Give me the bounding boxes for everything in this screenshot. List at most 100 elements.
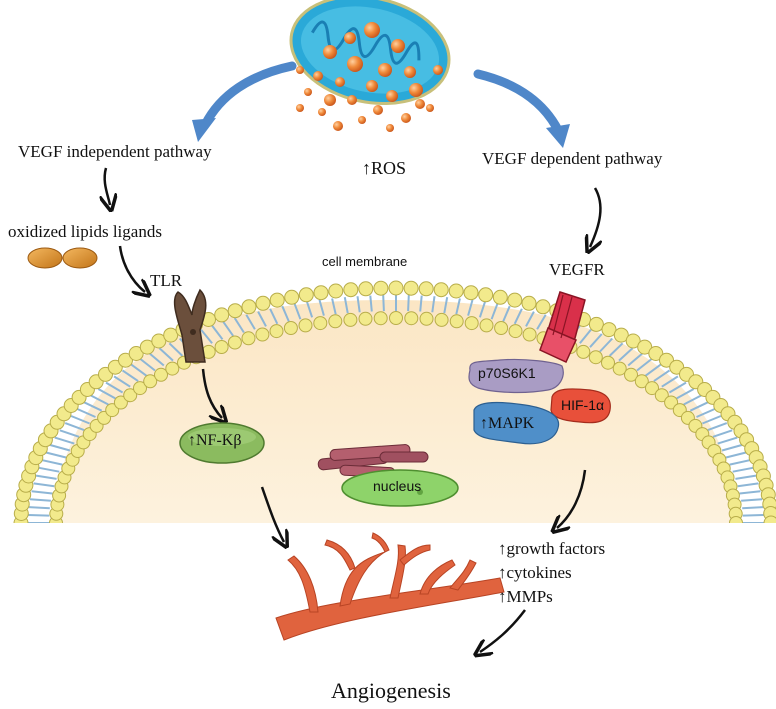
- phospholipid-head: [165, 361, 180, 376]
- lipid-tail: [200, 328, 213, 344]
- phospholipid-head: [358, 311, 373, 326]
- phospholipid-head: [492, 289, 508, 305]
- ros-particle: [347, 56, 363, 72]
- ros-particle: [433, 65, 443, 75]
- lipid-tail: [668, 381, 687, 394]
- phospholipid-head: [328, 314, 343, 329]
- phospholipid-head: [139, 339, 155, 355]
- phospholipid-head: [269, 292, 285, 308]
- phospholipid-head: [659, 352, 674, 368]
- phospholipid-head: [521, 295, 537, 311]
- lipid-tail: [139, 358, 156, 372]
- phospholipid-head: [612, 361, 627, 376]
- lipid-tail: [293, 303, 302, 320]
- ros-particle: [304, 88, 312, 96]
- ros-particle: [401, 113, 411, 123]
- ros-particle: [386, 124, 394, 132]
- arrow-independent-to-lipids: [105, 167, 110, 205]
- lipid-tail: [269, 308, 279, 325]
- lipid-tail: [725, 451, 747, 459]
- lipid-tail: [306, 301, 314, 318]
- lipid-tail: [717, 436, 738, 445]
- lipid-tail: [76, 408, 96, 418]
- arrow-tlr-to-nfkb: [201, 368, 222, 418]
- phospholipid-head: [328, 283, 344, 299]
- lipid-tail: [608, 342, 624, 357]
- phospholipid-head: [227, 335, 242, 350]
- lipid-tail: [64, 422, 85, 432]
- lipid-tail: [455, 298, 461, 315]
- ros-particle: [323, 45, 337, 59]
- lipid-tail: [70, 415, 90, 425]
- lipid-tail: [318, 299, 325, 316]
- cell-membrane-label: cell membrane: [322, 254, 408, 269]
- lipid-tail: [618, 347, 634, 362]
- phospholipid-head: [214, 340, 229, 354]
- lipid-tail: [732, 466, 754, 473]
- lipid-tail: [105, 381, 124, 394]
- lipid-tail: [149, 352, 165, 367]
- lipid-tail: [369, 295, 373, 312]
- phospholipid-head: [588, 350, 603, 365]
- phospholipid-head: [449, 314, 464, 329]
- blue-arrow-left: [200, 61, 297, 130]
- lipid-tail: [35, 474, 57, 480]
- lipid-tail: [31, 490, 53, 495]
- lipid-tail: [742, 514, 764, 517]
- phospholipid-head: [298, 318, 313, 333]
- phospholipid-head: [403, 280, 419, 296]
- oxidized-lipids-ligands-label: oxidized lipids ligands: [8, 222, 162, 241]
- lipid-tail: [513, 308, 523, 325]
- phospholipid-head: [163, 327, 179, 343]
- ros-particle: [386, 90, 398, 102]
- phospholipid-head: [478, 287, 494, 303]
- p70s6k1-protein: [468, 358, 564, 394]
- phospholipid-head: [601, 355, 615, 370]
- phospholipid-head: [358, 281, 374, 297]
- phospholipid-head: [298, 287, 314, 303]
- ros-particle: [296, 104, 304, 112]
- phospholipid-head: [343, 282, 359, 298]
- phospholipid-head: [645, 381, 659, 396]
- phospholipid-head: [283, 321, 298, 335]
- arrow-mapk-to-growth-factors: [557, 469, 587, 528]
- phospholipid-head: [464, 316, 479, 331]
- lipid-tail: [696, 408, 716, 418]
- mapk-label: ↑MAPK: [480, 415, 535, 432]
- phospholipid-head: [535, 299, 551, 315]
- phospholipid-head: [373, 280, 389, 296]
- lipid-tail: [443, 297, 449, 314]
- phospholipid-head: [588, 316, 604, 332]
- tlr-receptor: [173, 288, 207, 363]
- arrow-mmps-to-angiogenesis: [480, 609, 526, 652]
- nucleolus: [417, 489, 423, 495]
- ros-particle: [364, 22, 380, 38]
- phospholipid-head: [241, 299, 257, 315]
- phospholipid-head: [214, 307, 230, 323]
- phospholipid-head: [313, 316, 328, 331]
- lipid-tail: [431, 296, 436, 313]
- lipid-tail: [168, 342, 184, 357]
- arrow-lipids-to-tlr: [118, 245, 145, 292]
- lipid-tail: [38, 466, 60, 473]
- lipid-tail: [490, 303, 499, 320]
- phospholipid-head: [313, 285, 329, 301]
- ros-particle: [335, 77, 345, 87]
- phospholipid-head: [227, 303, 243, 319]
- phospholipid-head: [133, 381, 147, 396]
- ros-particle: [404, 66, 416, 78]
- lipid-tail: [45, 451, 67, 459]
- tlr-label: TLR: [150, 271, 183, 290]
- arrow-nfkb-to-angiogenesis: [260, 486, 284, 542]
- phospholipid-head: [128, 346, 144, 361]
- lipid-tail: [28, 506, 50, 510]
- phospholipid-head: [479, 318, 494, 333]
- phospholipid-head: [343, 312, 358, 327]
- blue-arrow-right: [473, 69, 563, 135]
- lipid-tail: [676, 388, 695, 400]
- ros-particle: [415, 99, 425, 109]
- lipid-tail: [407, 295, 410, 312]
- vegfr-label: VEGFR: [549, 260, 605, 279]
- lipid-tail: [28, 514, 50, 517]
- lipid-tail: [158, 347, 174, 362]
